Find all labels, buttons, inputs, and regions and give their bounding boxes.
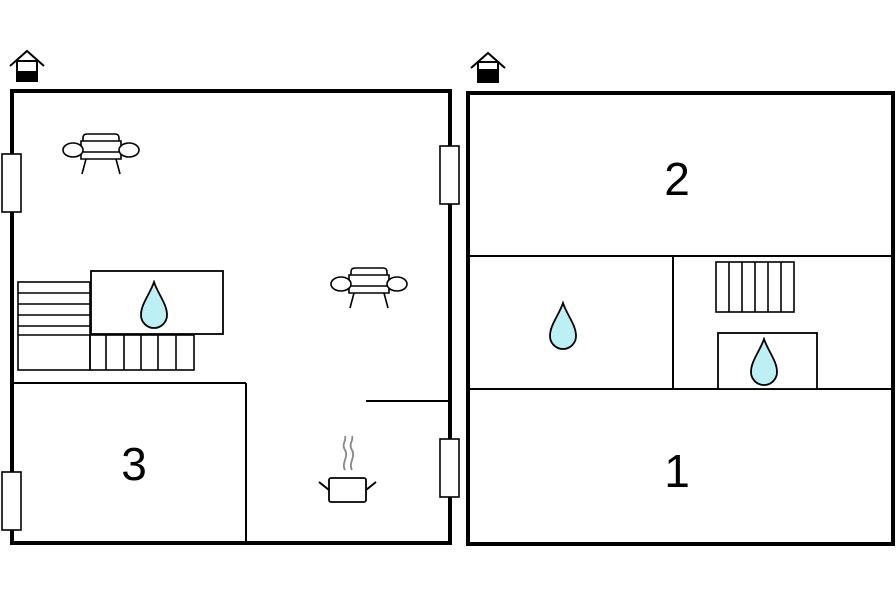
staircase-icon <box>715 261 795 313</box>
staircase-icon <box>17 281 195 371</box>
room-label-3: 3 <box>121 438 147 490</box>
house-upper-floor-icon <box>470 51 506 83</box>
floor-right: 2 1 <box>466 51 895 546</box>
floor-left: 3 <box>1 49 460 545</box>
window <box>439 145 460 205</box>
window <box>1 153 22 213</box>
room-label-2: 2 <box>664 153 690 205</box>
house-ground-floor-icon <box>9 49 45 82</box>
outer-wall <box>466 91 895 546</box>
water-drop-icon <box>549 302 577 350</box>
room-label-1: 1 <box>664 445 690 497</box>
outer-wall <box>10 89 452 545</box>
window <box>439 438 460 498</box>
cooking-pot-icon <box>318 435 377 503</box>
sofa-icon <box>330 267 408 309</box>
sofa-icon <box>62 133 140 175</box>
window <box>1 471 22 531</box>
